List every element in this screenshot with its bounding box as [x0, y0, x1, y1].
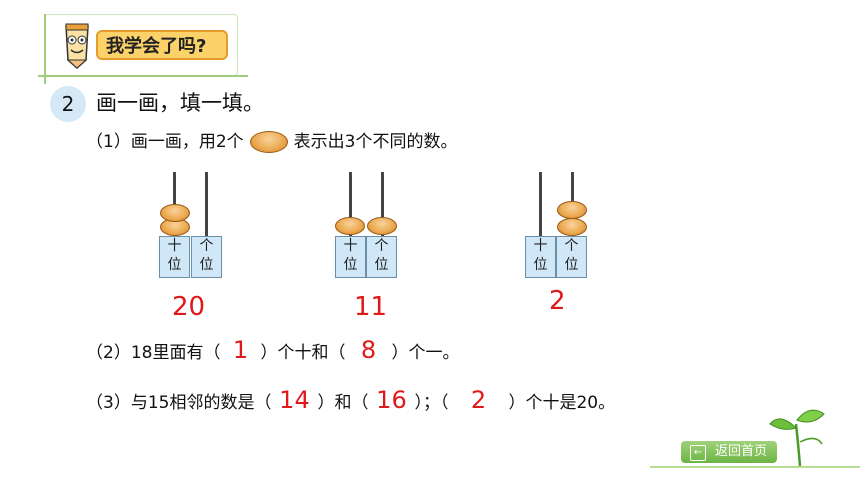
part3-text: ）；（ — [414, 393, 449, 413]
problem-number: 2 — [50, 86, 86, 122]
ones-place-label: 个位 — [191, 236, 222, 278]
ones-place-label: 个位 — [366, 236, 397, 278]
ones-place-label: 个位 — [556, 236, 587, 278]
banner-divider-horizontal — [38, 75, 248, 77]
part2-text: ）个一。 — [391, 343, 460, 363]
problem-heading: 画一画，填一填。 — [96, 91, 264, 115]
bead — [335, 217, 365, 235]
part3-text: ）个十是20。 — [508, 393, 616, 413]
abacus-answer: 2 — [549, 286, 566, 316]
sprout-icon — [769, 409, 825, 467]
part3-question: （3）与15相邻的数是（ 14 ）和（ 16 ）；（ 2 ）个十是20。 — [86, 388, 615, 415]
banner-title: 我学会了吗? — [96, 30, 228, 60]
part2-answer-ones: 8 — [360, 336, 377, 364]
pencil-mascot-icon — [65, 23, 89, 70]
part2-answer-tens: 1 — [232, 336, 249, 364]
bead — [557, 218, 587, 236]
part3-answer-tens: 2 — [470, 386, 487, 414]
abacus-answer: 11 — [354, 292, 388, 322]
tens-place-label: 十位 — [525, 236, 556, 278]
part3-answer-after: 16 — [376, 386, 407, 414]
rod-ones — [205, 172, 208, 236]
part1-suffix: 表示出3个不同的数。 — [293, 132, 458, 152]
footer-divider — [650, 466, 860, 468]
banner-divider-vertical — [44, 14, 46, 84]
back-arrow-icon: ← — [690, 445, 706, 461]
bead-icon — [249, 131, 288, 153]
part2-text: ）个十和（ — [260, 343, 346, 363]
part3-answer-before: 14 — [279, 386, 310, 414]
abacus-answer: 20 — [172, 292, 206, 322]
rod-tens — [539, 172, 542, 236]
bead — [160, 204, 190, 222]
part2-question: （2）18里面有（ 1 ）个十和（ 8 ）个一。 — [86, 338, 459, 365]
bead — [557, 201, 587, 219]
part3-text: （3）与15相邻的数是（ — [86, 393, 272, 413]
part2-text: （2）18里面有（ — [86, 343, 221, 363]
part3-text: ）和（ — [317, 393, 369, 413]
rod-ones — [381, 172, 384, 236]
part1-instruction: （1）画一画，用2个 表示出3个不同的数。 — [86, 130, 457, 154]
tens-place-label: 十位 — [335, 236, 366, 278]
part1-prefix: （1）画一画，用2个 — [86, 132, 244, 152]
rod-tens — [349, 172, 352, 236]
tens-place-label: 十位 — [159, 236, 190, 278]
bead — [367, 217, 397, 235]
